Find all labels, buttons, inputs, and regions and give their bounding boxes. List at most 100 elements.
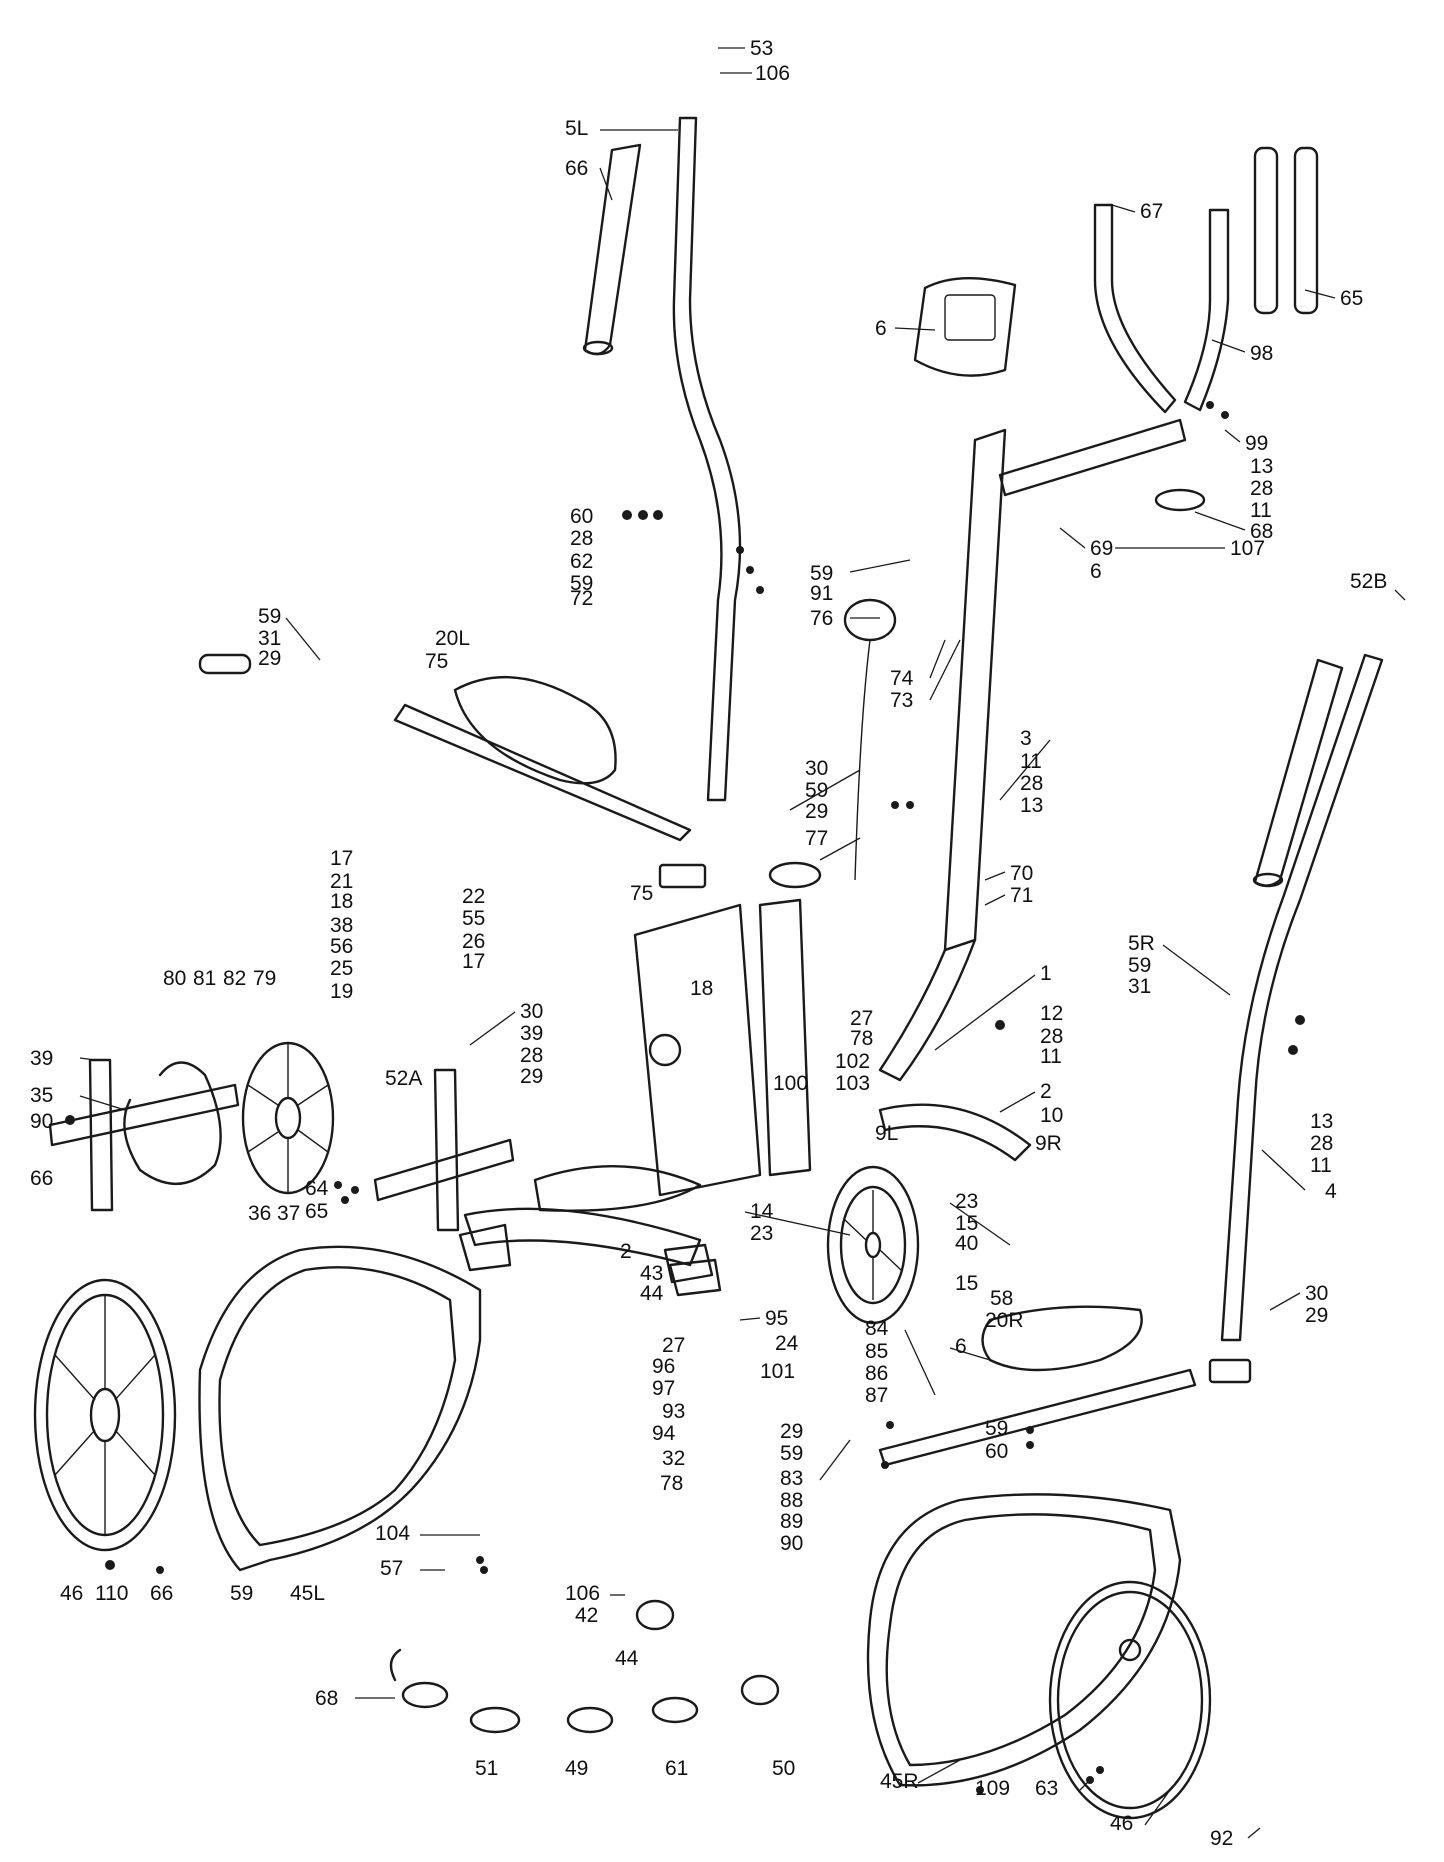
label-34-right: 31 xyxy=(1128,975,1151,998)
label-76: 71 xyxy=(1010,884,1033,907)
label-45L: 45L xyxy=(290,1582,325,1605)
label-11-foot: 11 xyxy=(1040,1045,1062,1068)
label-100: 94 xyxy=(652,1422,676,1445)
label-6: 6 xyxy=(955,1335,967,1358)
flywheel xyxy=(826,1165,920,1325)
label-92: 87 xyxy=(865,1384,888,1407)
label-98: 92 xyxy=(1210,1827,1233,1850)
label-89: 84 xyxy=(865,1317,889,1340)
label-114: 110 xyxy=(95,1582,128,1605)
label-86: 81 xyxy=(193,967,216,990)
label-27-frame: 27 xyxy=(850,1007,873,1030)
label-25: 25 xyxy=(330,957,353,980)
drive-belt xyxy=(123,1061,222,1185)
label-9R: 9R xyxy=(1035,1132,1062,1155)
label-69: 68 xyxy=(315,1687,338,1710)
label-90: 85 xyxy=(865,1340,888,1363)
label-13-top: 13 xyxy=(1250,455,1273,478)
label-111-cable: 106 xyxy=(565,1582,600,1605)
label-16: 15 xyxy=(955,1212,978,1235)
label-55: 57 xyxy=(380,1557,403,1580)
label-103: 97 xyxy=(652,1377,675,1400)
label-60-console: 59 xyxy=(810,562,833,585)
label-101: 95 xyxy=(765,1307,788,1330)
label-112: 107 xyxy=(1230,537,1265,560)
label-85: 80 xyxy=(163,967,186,990)
label-18-left: 18 xyxy=(330,890,353,913)
label-11-top: 11 xyxy=(1250,499,1272,522)
label-70: 65 xyxy=(1340,287,1363,310)
label-23-left: 23 xyxy=(750,1222,773,1245)
label-62: 61 xyxy=(665,1757,688,1780)
label-60-mid: 59 xyxy=(570,572,593,595)
label-1: 1 xyxy=(1040,962,1052,985)
label-61: 60 xyxy=(570,505,593,528)
label-60-link: 59 xyxy=(780,1442,803,1465)
label-77: 72 xyxy=(570,587,593,610)
label-5R: 5R xyxy=(1128,932,1155,955)
label-35: 32 xyxy=(662,1447,685,1470)
label-102: 96 xyxy=(652,1355,675,1378)
label-91: 86 xyxy=(865,1362,888,1385)
label-66: 66 xyxy=(30,1167,53,1190)
label-87: 82 xyxy=(223,967,246,990)
label-39-left: 39 xyxy=(30,1047,53,1070)
label-51: 52A xyxy=(385,1067,422,1090)
label-52B: 53 xyxy=(750,37,773,60)
label-81: 76 xyxy=(810,607,833,630)
label-13-right: 13 xyxy=(1310,1110,1333,1133)
label-21: 21 xyxy=(330,870,353,893)
shroud-right xyxy=(866,1493,1182,1787)
label-11-right: 11 xyxy=(1310,1154,1332,1177)
label-106: 100 xyxy=(773,1072,808,1095)
leader-lines xyxy=(79,47,1406,1839)
pedal-arm-right xyxy=(878,1305,1252,1467)
label-80-bottom: 75 xyxy=(630,882,653,905)
drive-pulley xyxy=(241,1041,335,1195)
label-9L: 9L xyxy=(875,1122,898,1145)
label-113: 109 xyxy=(975,1777,1010,1800)
label-26: 26 xyxy=(462,930,485,953)
label-17-bottom: 17 xyxy=(462,950,485,973)
label-78: 73 xyxy=(890,689,913,712)
label-47: 44 xyxy=(615,1647,639,1670)
label-40: 40 xyxy=(955,1232,978,1255)
label-31-top: 28 xyxy=(1250,477,1273,500)
shroud-left xyxy=(198,1245,482,1572)
label-107: 101 xyxy=(760,1360,795,1383)
label-34-left: 31 xyxy=(258,627,281,650)
label-56: 58 xyxy=(990,1287,1013,1310)
label-99: 93 xyxy=(662,1400,685,1423)
label-39-frame: 39 xyxy=(520,1022,543,1045)
label-30: 30 xyxy=(520,1000,543,1023)
label-52A: 52B xyxy=(1350,570,1387,593)
label-7: 6 xyxy=(1090,560,1102,583)
label-105: 99 xyxy=(1245,432,1268,455)
handlebar-left xyxy=(582,116,742,802)
label-60-right: 59 xyxy=(1128,954,1151,977)
label-45R: 45R xyxy=(880,1770,919,1793)
label-64: 63 xyxy=(1035,1777,1058,1800)
label-108: 102 xyxy=(835,1050,870,1073)
fixed-handlebar xyxy=(998,203,1230,497)
label-93: 88 xyxy=(780,1489,803,1512)
main-upright xyxy=(878,428,1007,1082)
label-5L: 5L xyxy=(565,117,588,140)
cover-disc-right xyxy=(1048,1580,1212,1820)
label-42: 42 xyxy=(575,1604,598,1627)
label-14: 14 xyxy=(750,1200,774,1223)
label-31-mid2: 28 xyxy=(1020,772,1043,795)
label-82: 77 xyxy=(805,827,828,850)
label-96: 90 xyxy=(30,1110,53,1133)
label-111-top: 106 xyxy=(755,62,790,85)
label-36: 35 xyxy=(30,1084,53,1107)
label-63: 62 xyxy=(570,550,593,573)
label-58: 60 xyxy=(985,1440,1008,1463)
label-43: 43 xyxy=(640,1262,663,1285)
label-20L: 20L xyxy=(435,627,470,650)
label-10: 10 xyxy=(1040,1104,1063,1127)
label-75: 70 xyxy=(1010,862,1033,885)
label-37: 36 xyxy=(248,1202,271,1225)
label-31-right: 28 xyxy=(1310,1132,1333,1155)
